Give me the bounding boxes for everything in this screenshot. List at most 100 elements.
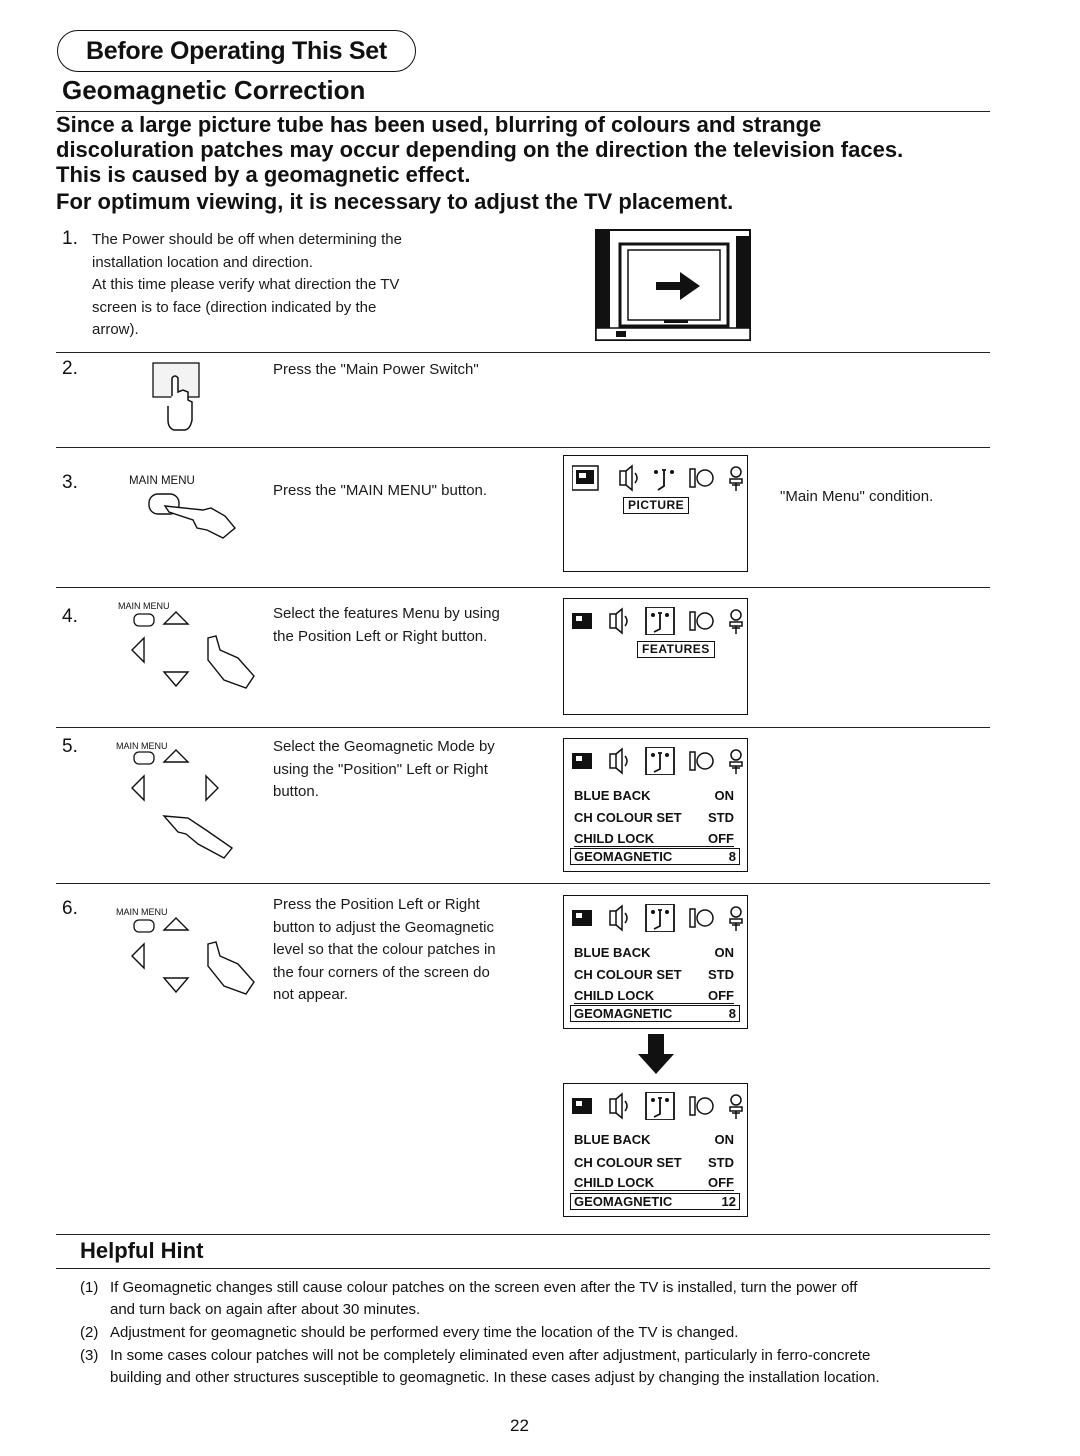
tv-direction-illustration (595, 229, 751, 341)
step-line: button. (273, 783, 319, 800)
features-icon (645, 1092, 675, 1120)
menu-item-label: CHILD LOCK (574, 988, 655, 1003)
step-number: 3. (62, 472, 78, 493)
step-line: screen is to face (direction indicated b… (92, 298, 377, 316)
menu-item-value: OFF (708, 988, 734, 1003)
menu-item-label: BLUE BACK (574, 788, 651, 803)
menu-item-value: 8 (728, 1006, 736, 1021)
menu-item-label: GEOMAGNETIC (574, 1006, 673, 1021)
step-line: Select the features Menu by using (273, 605, 500, 622)
hint-item: (2) Adjustment for geomagnetic should be… (80, 1322, 980, 1344)
menu-item-value: ON (714, 945, 735, 960)
hint-title: Helpful Hint (80, 1238, 204, 1263)
menu-item-value: OFF (708, 831, 734, 846)
sound-icon (609, 747, 628, 775)
step-4-text: Select the features Menu by using the Po… (273, 603, 500, 648)
hint-number: (1) (80, 1279, 99, 1296)
step-line: not appear. (273, 986, 349, 1003)
step-2-text: Press the "Main Power Switch" (273, 361, 479, 378)
hint-line: In some cases colour patches will not be… (110, 1347, 871, 1364)
step-line: the four corners of the screen do (273, 963, 490, 981)
main-menu-screen: PICTURE (563, 455, 748, 572)
pointing-hand-icon (148, 493, 236, 539)
step-line: button to adjust the Geomagnetic (273, 918, 494, 936)
menu-item: CHILD LOCK OFF (574, 1175, 734, 1191)
features-icon (645, 904, 675, 932)
section-title: Before Operating This Set (57, 30, 416, 72)
setup-icon (729, 906, 743, 931)
divider (56, 1268, 990, 1269)
divider (56, 447, 990, 448)
features-icon (654, 469, 674, 491)
intro-line: discoluration patches may occur dependin… (56, 137, 904, 162)
menu-item: BLUE BACK ON (574, 788, 734, 803)
pointing-hand-icon (162, 815, 234, 859)
menu-item-value: ON (714, 1132, 735, 1147)
intro-line: Since a large picture tube has been used… (56, 112, 822, 137)
step-line: using the "Position" Left or Right (273, 760, 488, 778)
direction-pad-icon (131, 611, 255, 689)
menu-item-value: 12 (721, 1194, 736, 1209)
features-icon (645, 747, 675, 775)
menu-item-value: STD (708, 810, 734, 825)
menu-item-selected: GEOMAGNETIC 12 (570, 1193, 740, 1210)
step-line: the Position Left or Right button. (273, 627, 488, 645)
menu-item-label: CH COLOUR SET (574, 810, 682, 825)
main-menu-label: MAIN MENU (129, 475, 195, 487)
right-arrow-icon (656, 272, 700, 300)
step-5-text: Select the Geomagnetic Mode by using the… (273, 736, 495, 804)
sound-icon (609, 607, 628, 635)
direction-pad-icon (131, 917, 255, 995)
step-number: 4. (62, 606, 78, 627)
page-number: 22 (510, 1416, 529, 1435)
step-3-text: Press the "MAIN MENU" button. (273, 482, 488, 499)
features-label: FEATURES (637, 641, 715, 658)
power-switch-icon (152, 362, 200, 431)
intro-text: Since a large picture tube has been used… (56, 112, 996, 214)
menu-icon-row (572, 464, 743, 492)
menu-icon-row (572, 607, 743, 635)
hint-line: Adjustment for geomagnetic should be per… (110, 1324, 739, 1341)
picture-label: PICTURE (623, 497, 690, 514)
menu-item-label: CHILD LOCK (574, 1175, 655, 1190)
step-line: Press the Position Left or Right (273, 896, 480, 913)
menu-item-value: STD (708, 967, 734, 982)
menu-item-label: CHILD LOCK (574, 831, 655, 846)
menu-item-selected: GEOMAGNETIC 8 (570, 1005, 740, 1022)
direction-pad-icon (131, 749, 234, 859)
divider (56, 352, 990, 353)
step-line: arrow). (92, 321, 139, 338)
sound-icon (609, 904, 628, 932)
hint-item: (3) In some cases colour patches will no… (80, 1345, 980, 1389)
menu-icon-row (572, 1092, 743, 1120)
step-line: At this time please verify what directio… (92, 276, 400, 293)
timer-icon (689, 1096, 714, 1116)
hint-line: building and other structures susceptibl… (110, 1369, 880, 1386)
step-number: 1. (62, 228, 78, 249)
hint-number: (2) (80, 1324, 99, 1341)
menu-item-value: 8 (728, 849, 736, 864)
pointing-hand-icon (207, 635, 255, 689)
menu-item-label: BLUE BACK (574, 1132, 651, 1147)
menu-icon-row (572, 904, 743, 932)
menu-item-value: OFF (708, 1175, 734, 1190)
hint-line: and turn back on again after about 30 mi… (110, 1301, 421, 1318)
menu-item-label: GEOMAGNETIC (574, 1194, 673, 1209)
tv-icon (572, 613, 592, 629)
timer-icon (689, 468, 714, 488)
menu-item-value: ON (714, 788, 735, 803)
features-icon (645, 607, 675, 635)
pointing-hand-icon (207, 941, 255, 995)
step-line: The Power should be off when determining… (92, 231, 402, 248)
divider (56, 883, 990, 884)
step-6-text: Press the Position Left or Right button … (273, 894, 496, 1007)
page-title: Geomagnetic Correction (62, 75, 366, 105)
setup-icon (729, 466, 743, 491)
menu-item: CH COLOUR SET STD (574, 810, 734, 825)
